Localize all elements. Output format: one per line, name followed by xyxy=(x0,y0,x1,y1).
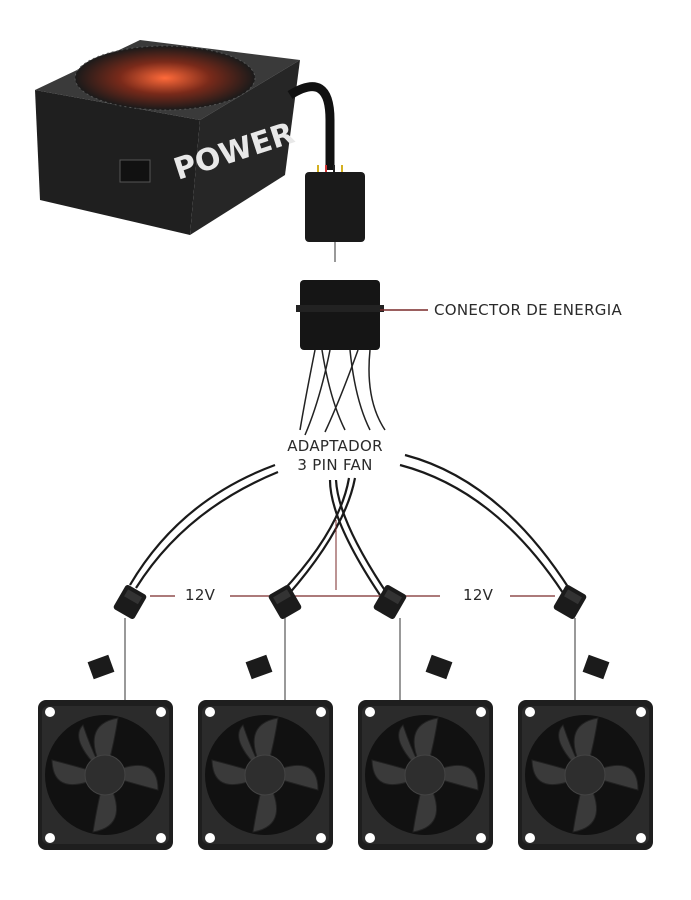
power-supply: POWER xyxy=(35,40,300,235)
fans xyxy=(37,699,654,851)
connector-label: CONECTOR DE ENERGIA xyxy=(434,301,623,319)
molex-connector xyxy=(300,280,380,350)
fan-plugs xyxy=(112,583,588,621)
voltage-label-left: 12V xyxy=(185,586,216,604)
fan-2 xyxy=(197,699,334,851)
adapter-label: ADAPTADOR 3 PIN FAN xyxy=(270,437,400,475)
fan-4 xyxy=(517,699,654,851)
adapter-label-line1: ADAPTADOR xyxy=(287,437,383,455)
adapter-label-line2: 3 PIN FAN xyxy=(297,456,373,474)
fan-1 xyxy=(37,699,174,851)
psu-molex-female xyxy=(305,172,365,242)
fan-3 xyxy=(357,699,494,851)
voltage-label-right: 12V xyxy=(463,586,494,604)
